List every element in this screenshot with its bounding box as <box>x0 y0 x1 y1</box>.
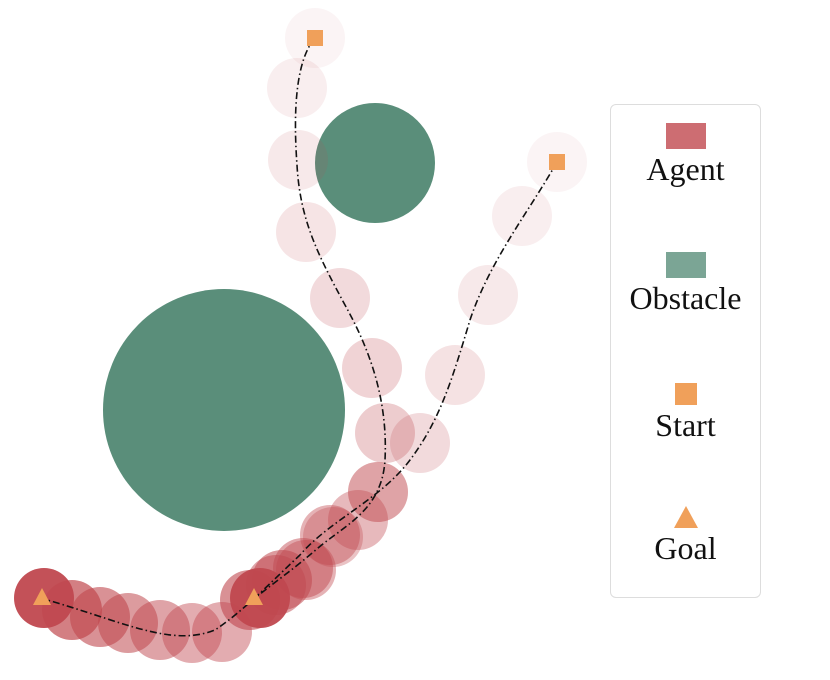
goal-triangle-icon <box>673 506 698 528</box>
obstacle-circle <box>103 289 345 531</box>
start-square-icon <box>307 30 323 46</box>
legend-item-agent: Agent <box>611 123 760 187</box>
trajectory-path <box>254 37 387 599</box>
agent-position <box>192 602 252 662</box>
agent-position <box>492 186 552 246</box>
agent-position <box>355 403 415 463</box>
legend-label-agent: Agent <box>646 151 725 187</box>
agent-position <box>310 268 370 328</box>
trajectory-paths <box>39 37 558 637</box>
obstacle-swatch <box>665 252 706 278</box>
agent-position <box>458 265 518 325</box>
agent-position <box>328 490 388 550</box>
agent-swatch <box>665 123 706 149</box>
agent-position <box>425 345 485 405</box>
start-square-icon <box>674 383 697 405</box>
start-goal-markers <box>33 30 565 605</box>
obstacles <box>103 103 435 531</box>
agent-position <box>390 413 450 473</box>
obstacle-circle <box>315 103 435 223</box>
start-square-icon <box>549 154 565 170</box>
legend-item-start: Start <box>611 383 760 443</box>
legend-label-start: Start <box>655 407 716 443</box>
goal-triangle-icon <box>33 588 51 605</box>
legend-label-goal: Goal <box>654 530 717 566</box>
agent-position <box>276 202 336 262</box>
legend: Agent Obstacle Start Goal <box>610 104 761 598</box>
legend-item-goal: Goal <box>611 506 760 566</box>
goal-triangle-icon <box>245 588 263 605</box>
trajectory-path <box>39 161 558 637</box>
agent-position <box>268 130 328 190</box>
legend-item-obstacle: Obstacle <box>611 252 760 316</box>
legend-label-obstacle: Obstacle <box>629 280 742 316</box>
